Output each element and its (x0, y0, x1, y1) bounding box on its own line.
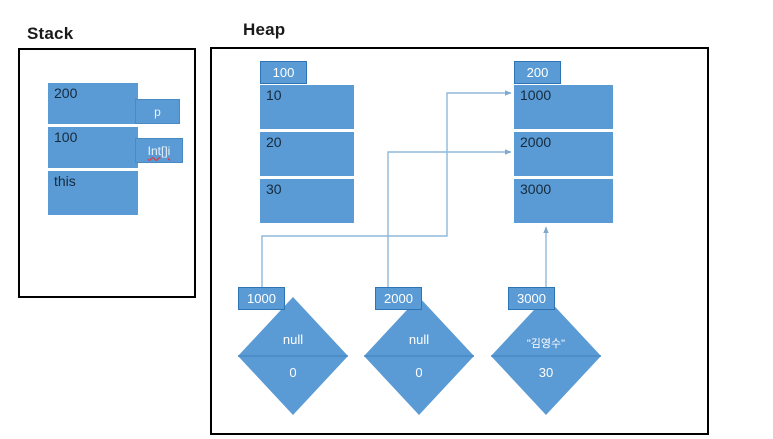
heap-object-3000: "김영수" 30 (491, 297, 601, 415)
stack-var-inti: Int[]i (135, 138, 183, 163)
heap-object-3000-bottom: 30 (538, 365, 554, 380)
heap-region-box (210, 47, 709, 435)
heap-object-2000-bottom: 0 (415, 365, 423, 380)
heap-object-2000-top: null (408, 332, 430, 347)
heap-object-2000-tag: 2000 (375, 287, 422, 310)
stack-title: Stack (24, 24, 77, 44)
stack-cell-100: 100 (48, 127, 138, 168)
heap-object-1000-bottom: 0 (289, 365, 297, 380)
heap-array-200-cell-2: 3000 (514, 179, 613, 223)
heap-object-1000-top: null (282, 332, 304, 347)
heap-array-100-cell-0: 10 (260, 85, 354, 129)
heap-object-3000-tag: 3000 (508, 287, 555, 310)
stack-cell-200: 200 (48, 83, 138, 124)
heap-object-3000-top: "김영수" (526, 338, 566, 350)
heap-array-200-cell-0: 1000 (514, 85, 613, 129)
heap-array-200-tag: 200 (514, 61, 561, 84)
heap-array-100-tag: 100 (260, 61, 307, 84)
heap-array-100-cell-2: 30 (260, 179, 354, 223)
heap-object-1000-tag: 1000 (238, 287, 285, 310)
heap-object-2000: null 0 (364, 297, 474, 415)
heap-array-100-cell-1: 20 (260, 132, 354, 176)
heap-title: Heap (240, 20, 289, 40)
heap-array-200-cell-1: 2000 (514, 132, 613, 176)
heap-object-1000: null 0 (238, 297, 348, 415)
stack-var-p: p (135, 99, 180, 124)
stack-cell-this: this (48, 171, 138, 215)
stack-region-box (18, 48, 196, 298)
